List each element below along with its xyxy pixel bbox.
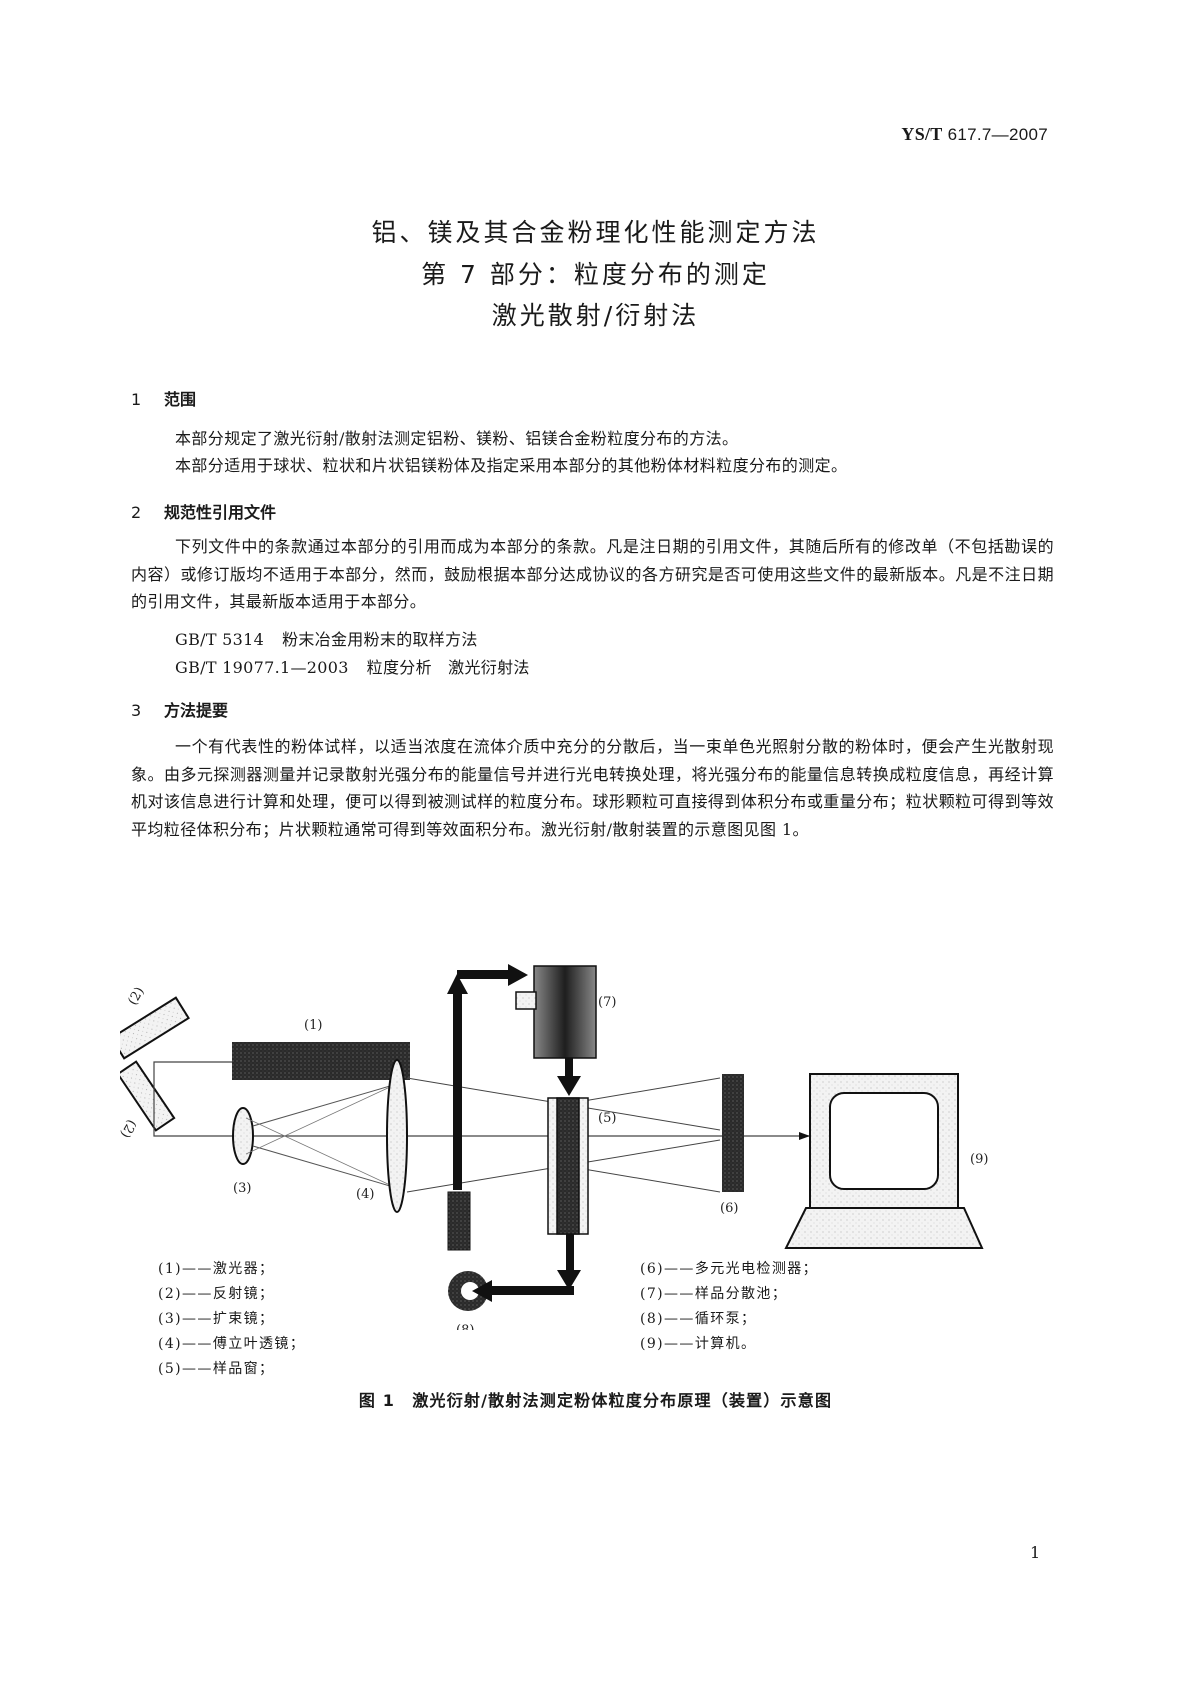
legend-item: (6)——多元光电检测器；: [640, 1261, 819, 1277]
sample-dispersion-cell: [533, 965, 597, 1059]
laser: [232, 1042, 410, 1080]
circulation-pump: [447, 1191, 471, 1251]
figure-caption: 图 1 激光衍射/散射法测定粉体粒度分布原理（装置）示意图: [358, 1391, 833, 1410]
label-mirror-bottom: (2): [120, 1117, 139, 1140]
label-computer: (9): [970, 1152, 988, 1167]
label-laser: (1): [304, 1018, 322, 1033]
section-1-para-1: 本部分规定了激光衍射/散射法测定铝粉、镁粉、铝镁合金粉粒度分布的方法。: [175, 429, 739, 448]
section-1-heading: 1 范围: [131, 386, 196, 410]
label-fourier-lens: (4): [356, 1187, 374, 1202]
mirror-bottom: [116, 1060, 176, 1132]
legend-item: (1)——激光器；: [158, 1261, 275, 1277]
legend-item: (9)——计算机。: [640, 1336, 757, 1352]
section-number: 3: [131, 701, 142, 720]
standard-code: 617.7—2007: [942, 125, 1048, 144]
legend-item: (4)——傅立叶透镜；: [158, 1336, 306, 1352]
legend-item: (8)——循环泵；: [640, 1311, 757, 1327]
label-expander: (3): [233, 1181, 251, 1196]
label-mirror-top: (2): [125, 985, 147, 1008]
figure-legend-left: (1)——激光器； (2)——反射镜； (3)——扩束镜； (4)——傅立叶透镜…: [158, 1257, 305, 1382]
label-pump: (8): [456, 1323, 474, 1330]
reference-code: GB/T 5314: [175, 630, 265, 649]
legend-item: (5)——样品窗；: [158, 1361, 275, 1377]
section-title: 方法提要: [164, 701, 229, 720]
label-detector: (6): [720, 1201, 738, 1216]
figure-legend-right: (6)——多元光电检测器； (7)——样品分散池； (8)——循环泵； (9)—…: [640, 1257, 818, 1357]
reference-title: 粉末冶金用粉末的取样方法: [282, 630, 478, 649]
document-title-line3: 激光散射/衍射法: [491, 301, 700, 330]
computer: [784, 1073, 984, 1249]
section-2-para-1: 下列文件中的条款通过本部分的引用而成为本部分的条款。凡是注日期的引用文件，其随后…: [131, 537, 1054, 611]
section-title: 规范性引用文件: [164, 503, 277, 522]
standard-number: YS/T 617.7—2007: [740, 124, 1048, 145]
beam-expander-lens: [232, 1107, 254, 1165]
standard-prefix: YS/T: [901, 124, 943, 144]
label-sample-window: (5): [598, 1111, 616, 1126]
section-number: 2: [131, 503, 142, 522]
reference-item: GB/T 19077.1—2003 粒度分析 激光衍射法: [175, 654, 530, 678]
section-1-para-2: 本部分适用于球状、粒状和片状铝镁粉体及指定采用本部分的其他粉体材料粒度分布的测定…: [175, 456, 848, 475]
mirror-top: [110, 996, 190, 1060]
reference-title: 粒度分析 激光衍射法: [366, 658, 530, 677]
figure-1-diagram: (2) (2) (1) (3) (4): [110, 960, 1080, 1338]
multi-element-detector: [722, 1074, 744, 1192]
legend-item: (2)——反射镜；: [158, 1286, 275, 1302]
section-2-heading: 2 规范性引用文件: [131, 499, 276, 523]
document-title-line1: 铝、镁及其合金粉理化性能测定方法: [371, 218, 820, 247]
document-title-line2: 第 7 部分：粒度分布的测定: [421, 260, 770, 289]
legend-item: (7)——样品分散池；: [640, 1286, 788, 1302]
legend-item: (3)——扩束镜；: [158, 1311, 275, 1327]
section-number: 1: [131, 390, 142, 409]
section-3-heading: 3 方法提要: [131, 697, 228, 721]
reference-item: GB/T 5314 粉末冶金用粉末的取样方法: [175, 626, 478, 650]
page-number: 1: [1030, 1543, 1041, 1562]
reference-code: GB/T 19077.1—2003: [175, 658, 349, 677]
section-3-para-1: 一个有代表性的粉体试样，以适当浓度在流体介质中充分的分散后，当一束单色光照射分散…: [131, 737, 1054, 839]
fourier-lens: [386, 1059, 408, 1213]
label-dispersion-cell: (7): [598, 995, 616, 1010]
section-title: 范围: [164, 390, 197, 409]
